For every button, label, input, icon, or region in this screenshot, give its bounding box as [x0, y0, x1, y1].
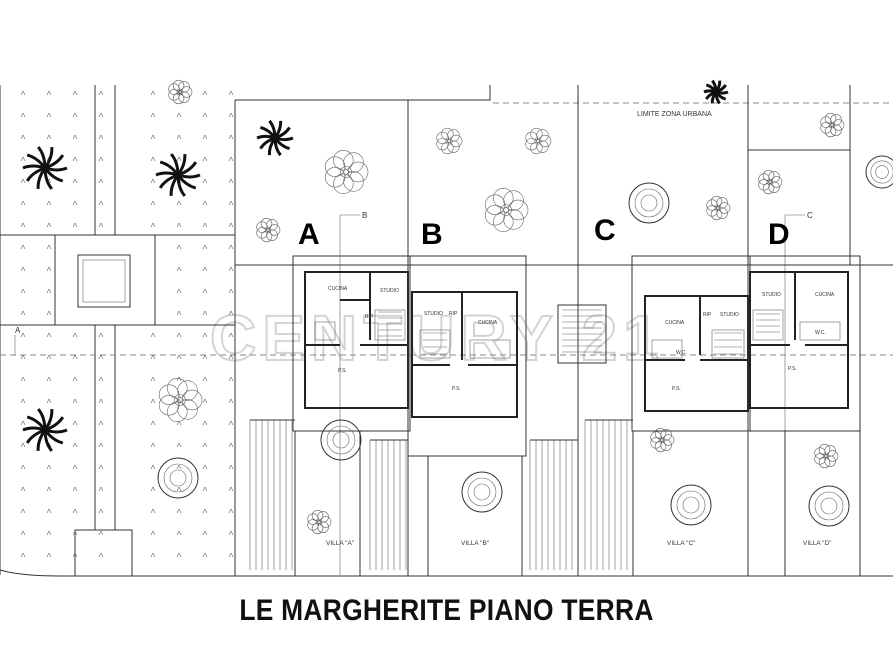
villa-label-b: VILLA "B"	[461, 540, 490, 547]
lot-letter-b: B	[421, 218, 443, 251]
svg-text:P.S.: P.S.	[452, 386, 461, 392]
svg-text:STUDIO: STUDIO	[762, 292, 781, 298]
svg-text:P.S.: P.S.	[672, 386, 681, 392]
section-mark-b: B	[339, 211, 367, 575]
svg-text:STUDIO: STUDIO	[720, 312, 739, 318]
svg-text:RIP: RIP	[449, 311, 458, 317]
section-mark-c: C	[784, 211, 813, 575]
svg-text:RIP: RIP	[703, 312, 712, 318]
svg-text:W.C.: W.C.	[676, 350, 687, 356]
svg-text:CUCINA: CUCINA	[328, 286, 348, 292]
lot-letter-c: C	[594, 214, 616, 247]
svg-text:CUCINA: CUCINA	[665, 320, 685, 326]
lot-letter-a: A	[298, 218, 320, 251]
trees	[22, 79, 893, 535]
room-labels: CUCINA STUDIO RIP P.S. STUDIO RIP CUCINA…	[328, 286, 835, 392]
site-boundary	[0, 85, 893, 577]
villa-d-plan	[747, 255, 861, 432]
lot-letter-d: D	[768, 218, 790, 251]
section-mark-a: A	[14, 326, 21, 355]
svg-text:RIP: RIP	[365, 314, 374, 320]
svg-text:A: A	[15, 326, 21, 335]
drawing-title: LE MARGHERITE PIANO TERRA	[239, 594, 654, 627]
parking-areas	[249, 419, 633, 570]
svg-text:P.S.: P.S.	[338, 368, 347, 374]
villa-b-plan	[407, 255, 527, 457]
svg-text:B: B	[362, 211, 367, 220]
urban-limit-label: LIMITE ZONA URBANA	[637, 111, 712, 118]
shared-stair	[557, 304, 607, 364]
svg-text:STUDIO: STUDIO	[424, 311, 443, 317]
svg-text:C: C	[807, 211, 813, 220]
svg-text:CUCINA: CUCINA	[478, 320, 498, 326]
lot-top-boundary	[235, 85, 491, 101]
svg-text:W.C.: W.C.	[815, 330, 826, 336]
svg-text:STUDIO: STUDIO	[380, 288, 399, 294]
svg-text:CUCINA: CUCINA	[815, 292, 835, 298]
villa-label-c: VILLA "C"	[667, 540, 696, 547]
villa-label-a: VILLA "A"	[326, 540, 355, 547]
svg-text:P.S.: P.S.	[788, 366, 797, 372]
villa-label-d: VILLA "D"	[803, 540, 832, 547]
